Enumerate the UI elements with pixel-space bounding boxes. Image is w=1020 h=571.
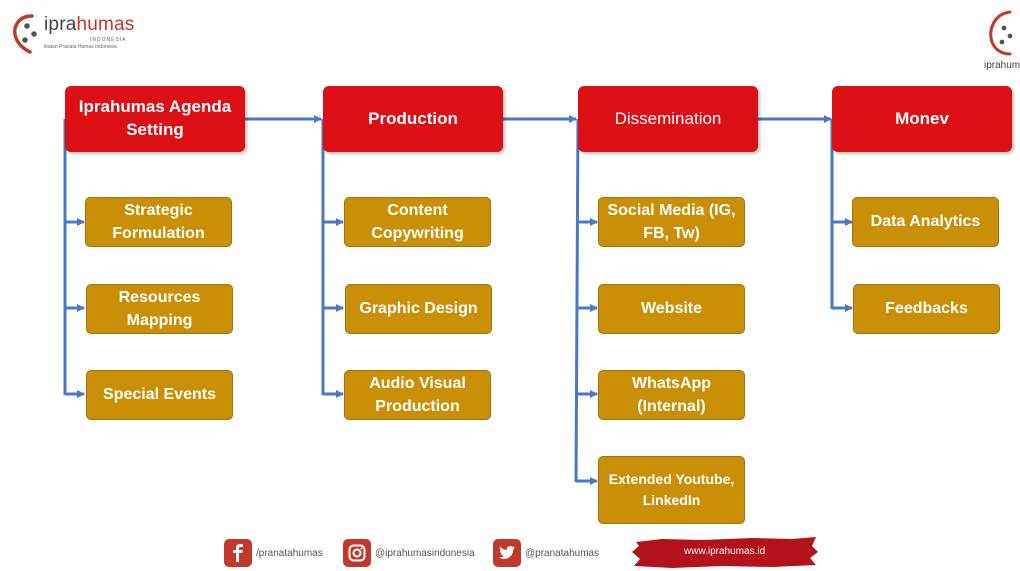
logo-wordmark: iprahumas <box>44 14 135 35</box>
item-graphic-design: Graphic Design <box>345 284 492 334</box>
iprahumas-logo: iprahumas INDONESIA Ikatan Pranata Humas… <box>10 8 150 58</box>
footer-facebook[interactable]: /pranatahumas <box>224 538 323 568</box>
item-website: Website <box>598 284 745 334</box>
item-content-copywriting: Content Copywriting <box>344 197 491 247</box>
stage-header-production: Production <box>323 86 503 152</box>
footer-instagram[interactable]: @iprahumasindonesia <box>343 538 475 568</box>
footer-twitter[interactable]: @pranatahumas <box>493 538 599 568</box>
facebook-handle: /pranatahumas <box>256 547 323 559</box>
iprahumas-mark-icon <box>13 14 37 54</box>
twitter-handle: @pranatahumas <box>525 547 600 559</box>
item-extended-youtube-linkedin: Extended Youtube, LinkedIn <box>598 456 745 524</box>
stage-header-agenda-setting: Iprahumas Agenda Setting <box>65 86 245 152</box>
instagram-icon <box>343 539 371 567</box>
twitter-icon <box>493 539 521 567</box>
item-resources-mapping: Resources Mapping <box>86 284 233 334</box>
logo-right-text: iprahumas <box>984 60 1020 71</box>
item-social-media: Social Media (IG, FB, Tw) <box>598 197 745 247</box>
stage-header-dissemination: Dissemination <box>578 86 758 152</box>
iprahumas-emblem-icon <box>989 10 1013 56</box>
item-feedbacks: Feedbacks <box>853 284 1000 334</box>
item-audio-visual-production: Audio Visual Production <box>344 370 491 420</box>
item-strategic-formulation: Strategic Formulation <box>85 197 232 247</box>
facebook-icon <box>224 539 252 567</box>
item-special-events: Special Events <box>86 370 233 420</box>
logo-subtitle: INDONESIA <box>90 37 127 43</box>
website-banner-brush <box>632 537 818 568</box>
stage-header-monev: Monev <box>832 86 1012 152</box>
logo-tagline: Ikatan Pranata Humas Indonesia <box>44 44 117 50</box>
item-data-analytics: Data Analytics <box>852 197 999 247</box>
item-whatsapp-internal: WhatsApp (Internal) <box>598 370 745 420</box>
iprahumas-logo-right: iprahumas <box>978 8 1020 74</box>
website-link[interactable]: www.iprahumas.id <box>684 546 766 557</box>
instagram-handle: @iprahumasindonesia <box>375 547 475 559</box>
